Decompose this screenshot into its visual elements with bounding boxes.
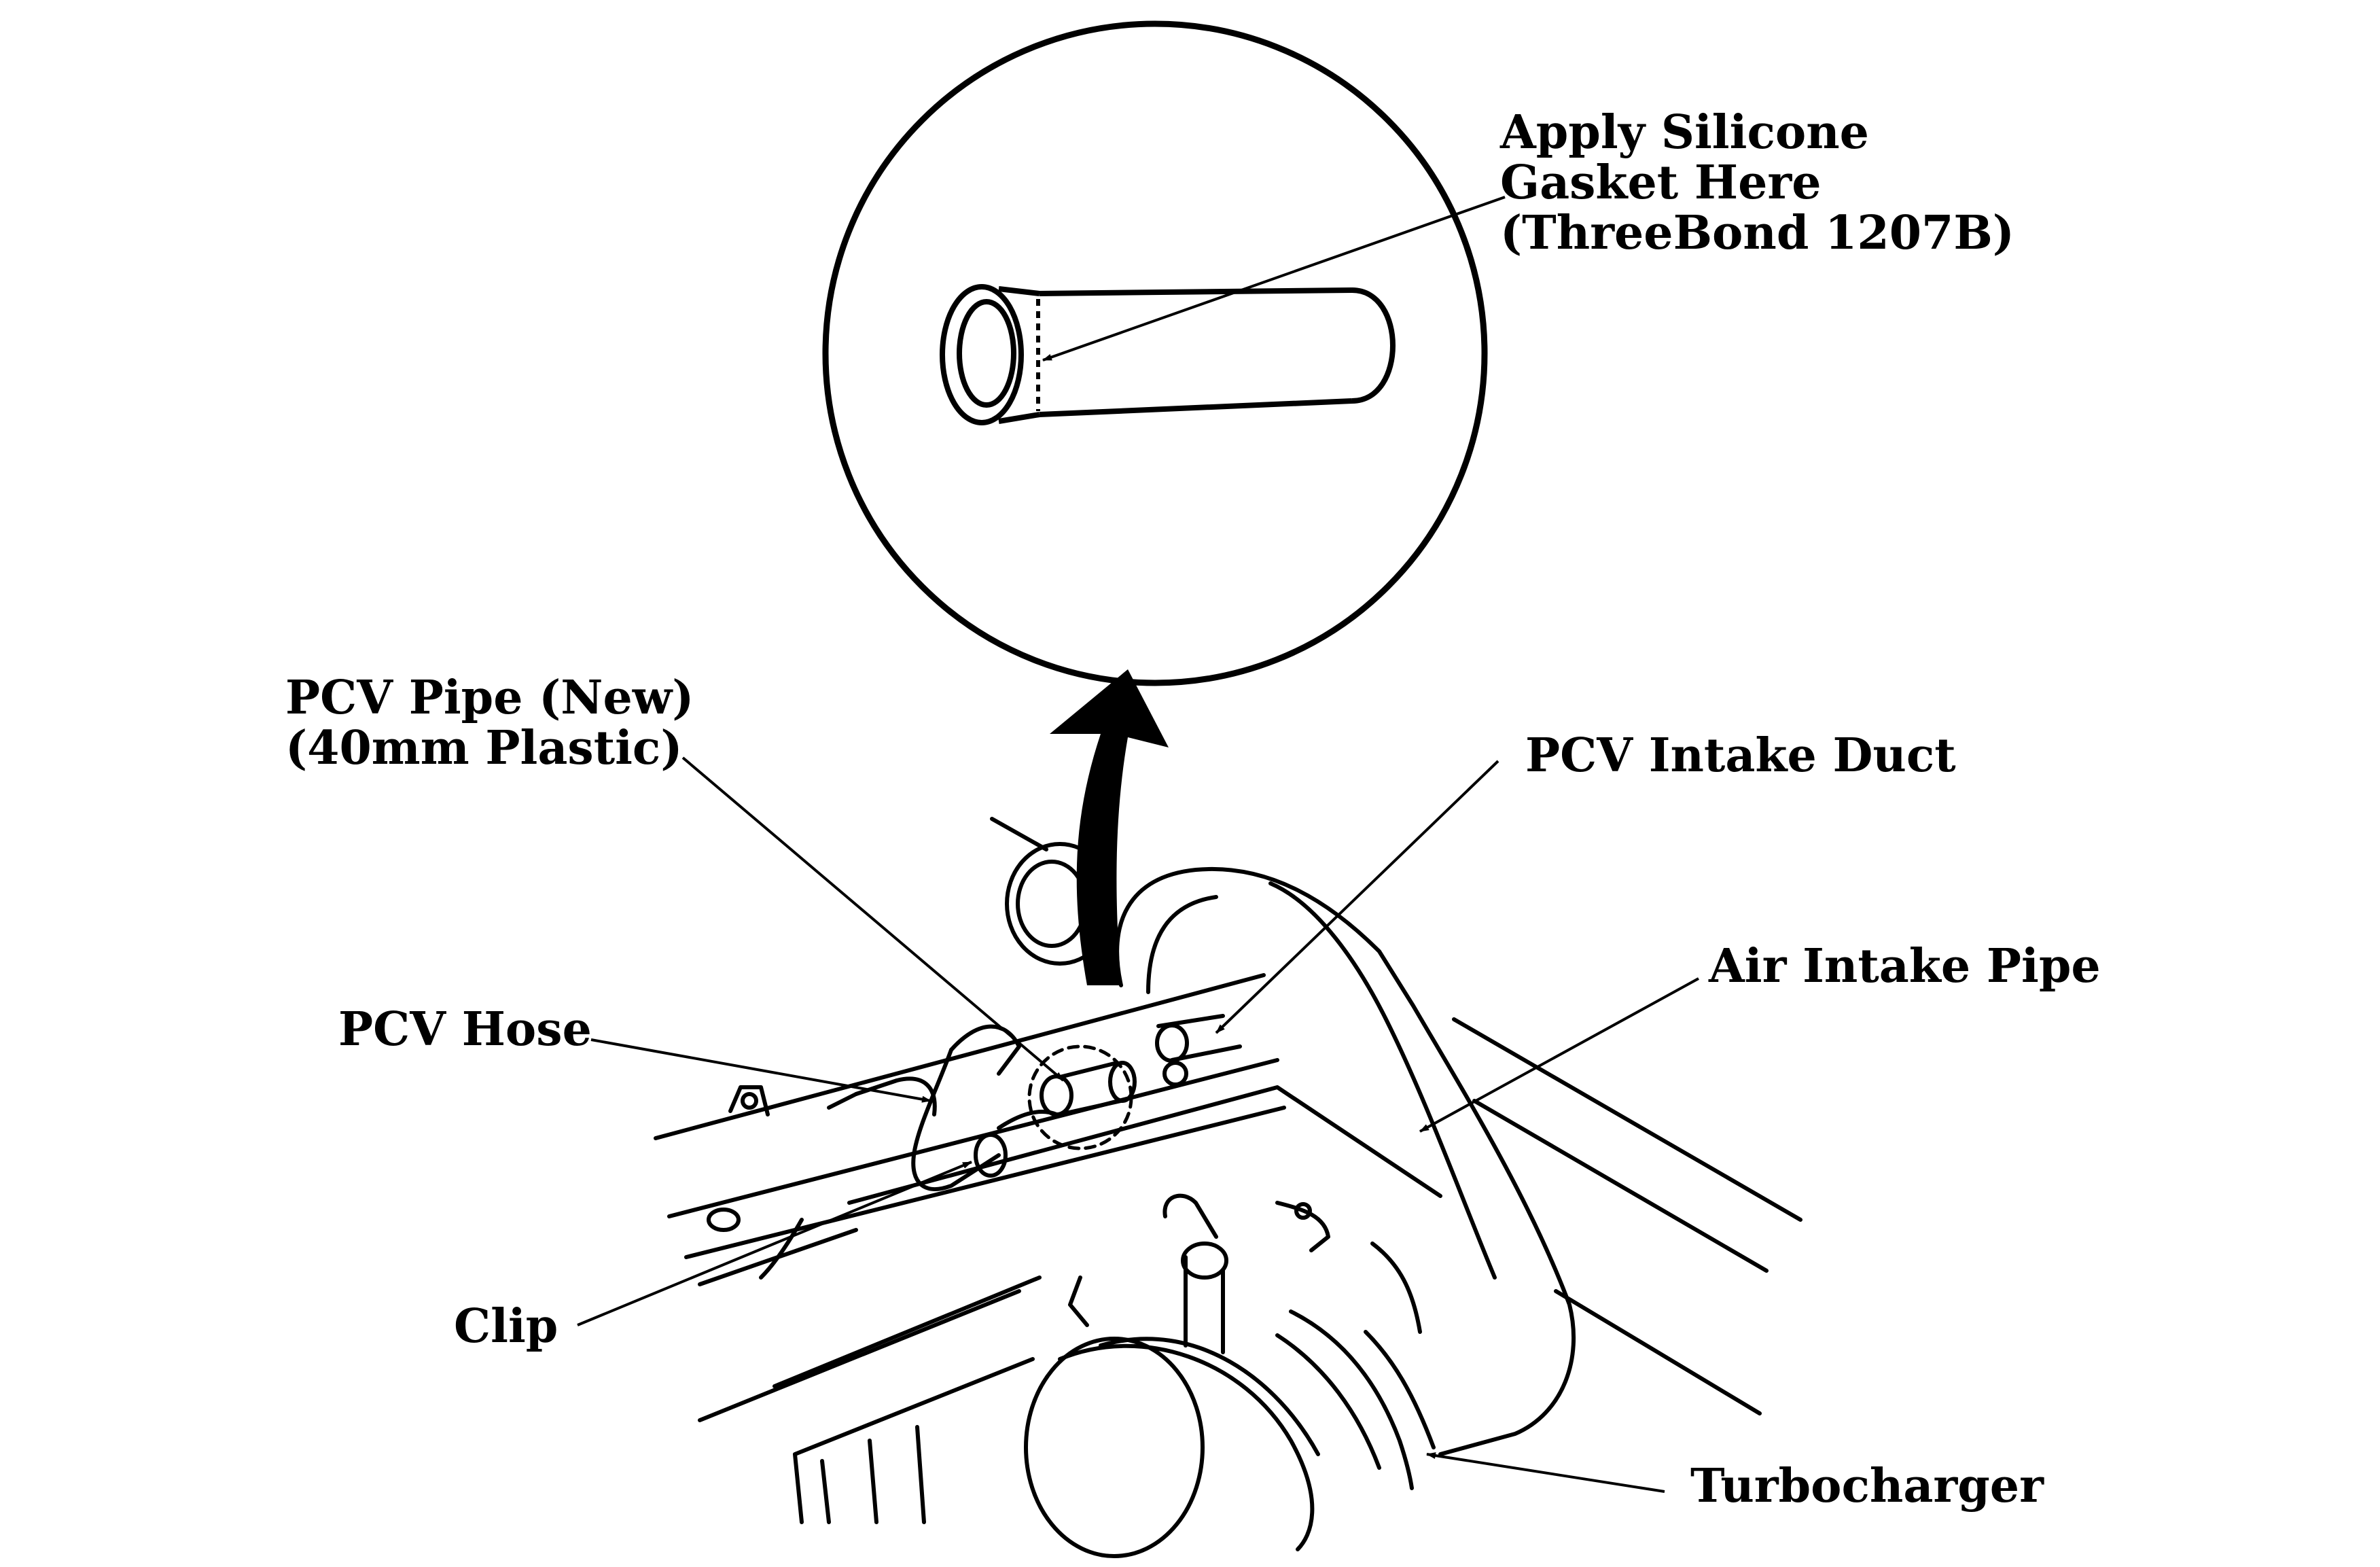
turbocharger-label: Turbocharger	[1690, 1459, 2044, 1513]
pcv-pipe-label-line-2: (40mm Plastic)	[285, 721, 683, 775]
pcv-pipe-leader-line	[681, 756, 1065, 1082]
clip-leader-line	[577, 1161, 972, 1326]
magnify-arrow	[1050, 669, 1169, 985]
silicone-leader-line	[1042, 196, 1506, 362]
air-intake-pipe-label: Air Intake Pipe	[1709, 939, 2101, 993]
pcv-hose-label: PCV Hose	[338, 1002, 592, 1057]
turbocharger-leader-line	[1426, 1452, 1665, 1493]
clip-label: Clip	[454, 1299, 558, 1354]
pcv-pipe-detail-icon	[940, 284, 1396, 425]
pcv-pipe-label: PCV Pipe (New) (40mm Plastic)	[285, 673, 694, 773]
silicone-callout-line-3: (ThreeBond 1207B)	[1500, 206, 2014, 260]
pcv-hose-leader-line	[590, 1038, 931, 1103]
engine-assembly	[654, 817, 1802, 1558]
silicone-callout-line-1: Apply Silicone	[1500, 105, 1869, 160]
pcv-intake-duct-label: PCV Intake Duct	[1525, 728, 1956, 783]
pcv-intake-duct-leader-line	[1215, 760, 1499, 1034]
silicone-callout-line-2: Gasket Here	[1500, 156, 1822, 210]
detail-circle	[822, 20, 1488, 686]
detail-magnifier	[822, 20, 1506, 686]
air-intake-pipe-leader-line	[1419, 977, 1699, 1133]
silicone-gasket-callout: Apply Silicone Gasket Here (ThreeBond 12…	[1500, 107, 2014, 258]
pcv-pipe-label-line-1: PCV Pipe (New)	[285, 671, 694, 725]
leader-lines	[577, 756, 1699, 1493]
